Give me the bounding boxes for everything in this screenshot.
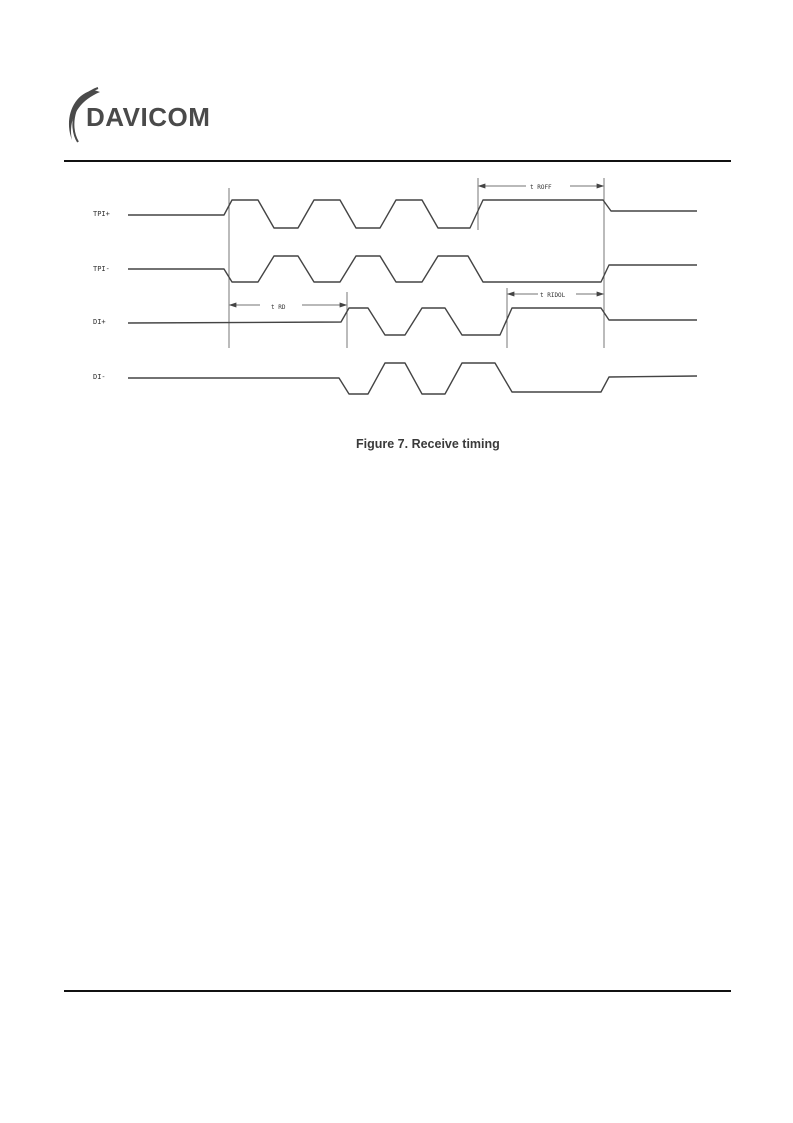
logo-swoosh-outline [72, 87, 99, 143]
logo-swoosh [68, 90, 100, 140]
waveform-tpi-plus [128, 199, 697, 229]
param-label-trd: t RD [271, 304, 286, 311]
footer-rule [64, 990, 731, 992]
brand-name: DAVICOM [86, 102, 210, 132]
header-rule [64, 160, 731, 162]
waveform-di-plus [127, 307, 697, 336]
waveform-di-minus [128, 362, 698, 395]
waveform-tpi-minus [128, 255, 697, 283]
signal-label-di-minus: DI- [93, 373, 106, 381]
signal-label-tpi-minus: TPI- [93, 265, 110, 273]
param-label-troff: t ROFF [530, 184, 552, 191]
receive-timing-diagram: TPI+ TPI- DI+ DI- t RD t RIDOL t ROFF [0, 170, 793, 430]
davicom-logo: DAVICOM [64, 82, 244, 148]
figure-caption: Figure 7. Receive timing [356, 437, 500, 451]
param-label-tridol: t RIDOL [540, 292, 566, 299]
signal-label-di-plus: DI+ [93, 318, 106, 326]
signal-label-tpi-plus: TPI+ [93, 210, 110, 218]
